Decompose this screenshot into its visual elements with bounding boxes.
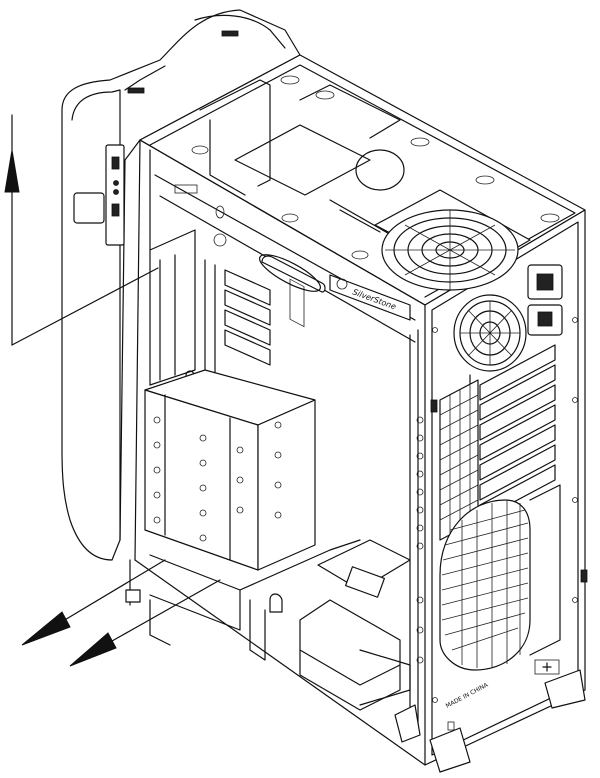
psu-area [374, 189, 531, 291]
down-left-arrow-icon [21, 559, 166, 646]
hdd-cage [144, 369, 316, 571]
up-arrow-icon [4, 114, 159, 346]
case-feet [394, 669, 586, 773]
top-interior [174, 75, 560, 328]
rear-grille [439, 379, 561, 675]
rear-screws [416, 317, 588, 703]
down-left-arrow-icon [69, 579, 221, 667]
expansion-slots [469, 344, 556, 526]
hdd-screw-holes [153, 416, 282, 542]
bottom-interior [125, 539, 411, 711]
rear-fan [453, 264, 563, 372]
drive-bays [149, 229, 326, 391]
